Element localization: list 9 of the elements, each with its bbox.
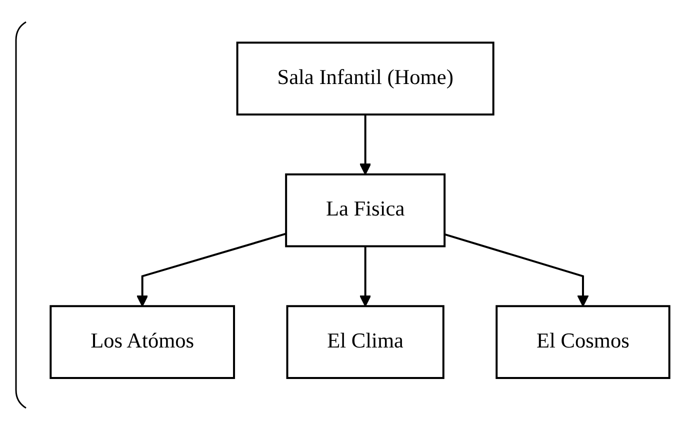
node-box: La Fisica (285, 173, 446, 247)
node-box: El Cosmos (496, 304, 670, 379)
arrow (444, 233, 589, 306)
arrow (136, 232, 286, 306)
arrow (359, 114, 372, 175)
node-box: Los Atómos (50, 304, 236, 379)
node-box: El Clima (286, 304, 444, 379)
node-box: Sala Infantil (Home) (236, 41, 494, 116)
arrow (359, 246, 372, 306)
